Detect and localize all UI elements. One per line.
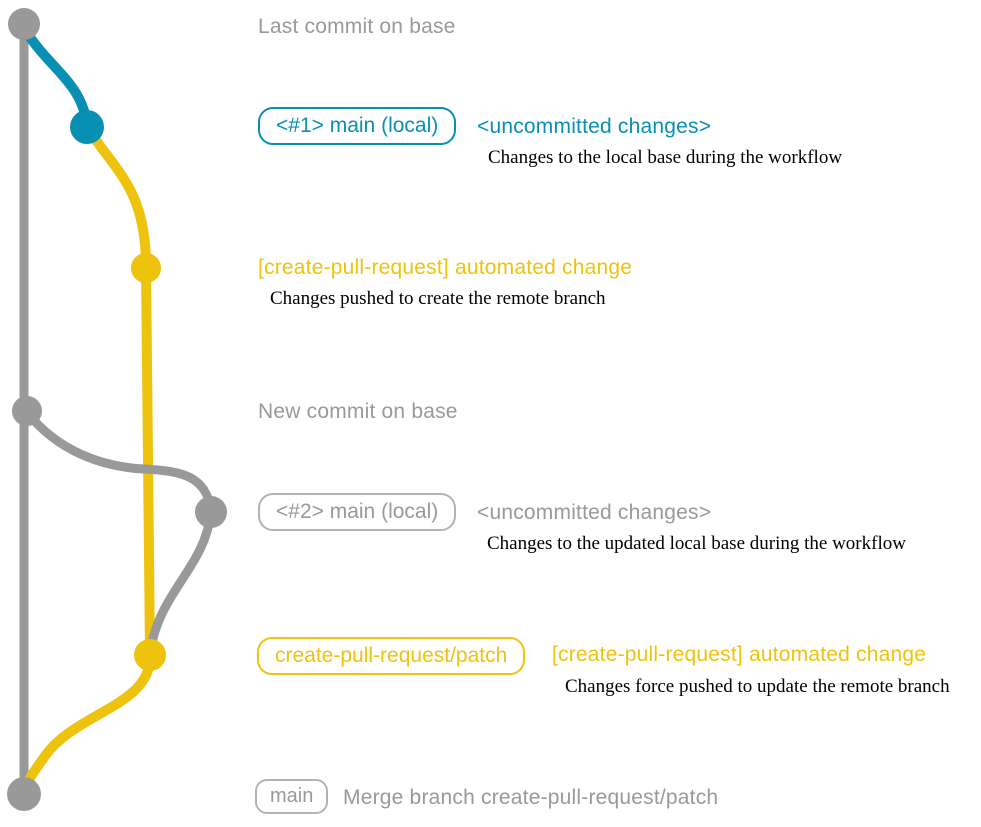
automated-change-edge-1: [82, 122, 151, 271]
commit-node-automated-1: [131, 253, 161, 283]
commit-node-merge: [7, 777, 41, 811]
automated-change-heading-1: [create-pull-request] automated change: [258, 256, 633, 279]
commit-node-new-base: [12, 396, 42, 426]
commit-node-last-base: [8, 8, 40, 40]
commit-node-local-1: [70, 110, 104, 144]
local-rebase-edge: [22, 407, 216, 515]
automated-change-desc-2: Changes force pushed to update the remot…: [565, 676, 950, 697]
merge-commit-heading: Merge branch create-pull-request/patch: [343, 786, 719, 809]
uncommitted-changes-desc-2: Changes to the updated local base during…: [487, 533, 906, 554]
local-change-edge-1: [19, 23, 92, 130]
branch-badge-patch: create-pull-request/patch: [257, 637, 526, 675]
last-commit-label: Last commit on base: [258, 15, 456, 38]
rebase-to-patch-edge: [145, 507, 216, 657]
new-commit-label: New commit on base: [258, 400, 458, 423]
automated-change-heading-2: [create-pull-request] automated change: [552, 643, 927, 666]
branch-badge-main: main: [255, 779, 329, 814]
merge-edge: [19, 650, 156, 797]
git-graph: [7, 8, 227, 811]
commit-node-local-2: [195, 496, 227, 528]
branch-badge-main-local-1: <#1> main (local): [258, 107, 457, 145]
uncommitted-changes-desc-1: Changes to the local base during the wor…: [488, 147, 843, 168]
patch-branch-line: [141, 261, 155, 657]
uncommitted-changes-heading-2: <uncommitted changes>: [477, 501, 712, 524]
automated-change-desc-1: Changes pushed to create the remote bran…: [270, 288, 606, 309]
commit-node-automated-2: [134, 639, 166, 671]
uncommitted-changes-heading-1: <uncommitted changes>: [477, 115, 712, 138]
branch-badge-main-local-2: <#2> main (local): [258, 493, 457, 531]
